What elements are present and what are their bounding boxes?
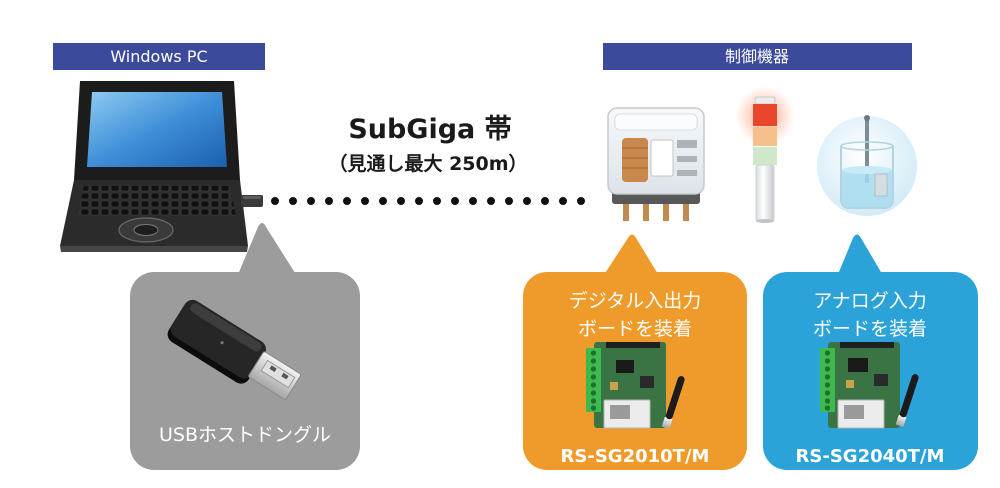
devices-header-label: 制御機器 <box>725 47 789 66</box>
analog-input-board-icon <box>820 342 919 429</box>
digital-board-callout-pointer <box>598 234 664 284</box>
terminal-screw <box>590 405 597 411</box>
relay-label <box>650 139 674 177</box>
antenna-rod <box>665 376 685 420</box>
terminal-screw <box>824 374 831 380</box>
board-module-chip <box>844 405 864 419</box>
beaker-rim <box>840 141 894 151</box>
relay-case-top <box>614 113 698 131</box>
relay-pin <box>643 204 649 221</box>
relay-pin <box>683 204 689 221</box>
antenna-rod <box>899 374 919 418</box>
sensor-element <box>874 173 888 197</box>
devices-header: 制御機器 <box>603 43 912 70</box>
board-capacitor <box>610 382 618 390</box>
pc-header-bg <box>53 43 265 70</box>
board-terminal-block <box>586 348 601 412</box>
signal-tower-base <box>756 219 774 223</box>
dongle-callout-pointer <box>234 223 302 284</box>
digital-board-callout-line2: ボードを装着 <box>578 318 692 340</box>
dongle-connector-slot <box>281 372 289 380</box>
terminal-screw <box>590 398 597 404</box>
board-chip <box>874 374 888 386</box>
dongle-connector-slot <box>269 365 277 372</box>
dongle-body-highlight <box>190 303 262 352</box>
terminal-screw <box>824 405 831 411</box>
relay-coil <box>622 138 648 182</box>
board-header <box>606 342 660 348</box>
devices-header-bg <box>603 43 912 70</box>
terminal-screw <box>824 398 831 404</box>
antenna-connector <box>661 416 673 429</box>
digital-board-model: RS-SG2010T/M <box>561 446 710 467</box>
board-chip <box>616 360 634 373</box>
laptop-keyboard <box>78 186 236 216</box>
beaker-water-surface <box>842 166 892 174</box>
signal-tower-red-lamp <box>753 104 777 126</box>
link-subtitle: （見通し最大 250m） <box>328 152 527 175</box>
digital-io-board-icon <box>586 342 685 429</box>
board-chip <box>640 376 654 388</box>
analog-board-callout-pointer <box>834 234 888 284</box>
antenna-connector <box>895 414 907 427</box>
terminal-screw <box>590 382 597 388</box>
relay-icon <box>607 107 705 221</box>
signal-tower-green-lamp <box>753 147 777 165</box>
dongle-body <box>170 299 266 379</box>
board-chip <box>848 358 868 372</box>
laptop-touchpad-center <box>133 224 159 236</box>
analog-board-model: RS-SG2040T/M <box>796 446 945 467</box>
terminal-screw <box>590 390 597 396</box>
antenna-icon <box>895 374 919 427</box>
terminal-screw <box>824 366 831 372</box>
analog-board-callout-line1: アナログ入力 <box>813 290 927 312</box>
terminal-screw <box>824 382 831 388</box>
laptop-usb-dongle-highlight <box>243 196 261 199</box>
terminal-screw <box>824 350 831 356</box>
laptop-front-edge <box>60 246 248 252</box>
signal-tower-pole <box>755 164 775 222</box>
usb-dongle-icon <box>167 299 302 400</box>
dongle-connector-tongue <box>260 359 296 389</box>
relay-pin <box>663 204 669 221</box>
terminal-screw <box>590 374 597 380</box>
link-title: SubGiga 帯 <box>348 113 511 145</box>
analog-board-callout-line2: ボードを装着 <box>813 318 927 340</box>
signal-tower-cap <box>754 96 776 105</box>
relay-contact <box>677 140 697 148</box>
terminal-screw <box>590 366 597 372</box>
board-terminal-block <box>820 348 835 412</box>
sensor-probe-cap <box>864 115 870 121</box>
signal-tower-icon <box>735 86 795 223</box>
dongle-callout-label: USBホストドングル <box>159 424 331 446</box>
board-capacitor <box>846 380 854 388</box>
relay-contact <box>677 170 697 176</box>
board-module-chip <box>610 405 630 419</box>
laptop-screen <box>87 92 227 167</box>
beaker-sensor-icon <box>817 115 917 216</box>
terminal-screw <box>824 358 831 364</box>
dongle-led <box>220 341 224 345</box>
laptop-icon <box>60 81 263 252</box>
digital-board-callout-line1: デジタル入出力 <box>569 290 702 312</box>
signal-tower-amber-lamp <box>753 127 777 146</box>
beaker-glass <box>840 146 894 209</box>
terminal-screw <box>590 358 597 364</box>
terminal-screw <box>824 390 831 396</box>
pc-header-label: Windows PC <box>110 47 207 66</box>
board-header <box>840 342 894 348</box>
terminal-screw <box>590 350 597 356</box>
antenna-icon <box>661 376 685 429</box>
relay-contact <box>677 156 697 162</box>
pc-header: Windows PC <box>53 43 265 70</box>
relay-pin <box>623 204 629 221</box>
